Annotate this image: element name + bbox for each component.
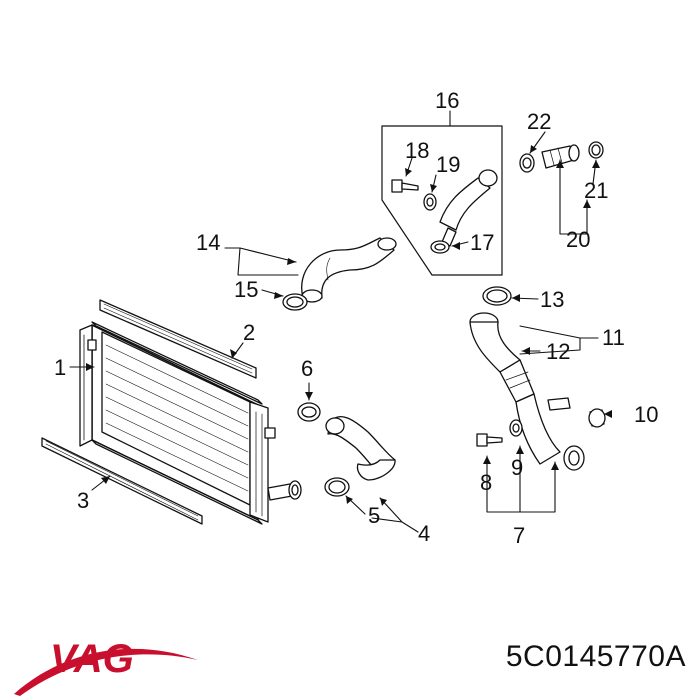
- vag-logo: VAG: [14, 637, 198, 696]
- callout-20: 20: [566, 227, 590, 252]
- part-number: 5C0145770A: [505, 640, 686, 673]
- bolt-18: [391, 179, 419, 193]
- callout-5: 5: [368, 503, 380, 528]
- clamp-13: [482, 286, 512, 306]
- callout-11: 11: [602, 325, 625, 350]
- connector-20: [541, 144, 580, 169]
- sleeve-9: [509, 419, 523, 437]
- intercooler: [79, 321, 302, 525]
- clamp-22: [519, 153, 535, 173]
- clamp-6: [297, 402, 321, 422]
- group-16-box: [381, 125, 503, 276]
- bolt-8: [476, 433, 503, 447]
- upper-charge-hose: [301, 237, 397, 303]
- clamp-15: [282, 293, 308, 311]
- lower-charge-hose: [325, 416, 396, 481]
- callout-16: 16: [435, 88, 459, 113]
- callout-10: 10: [634, 402, 658, 427]
- callout-3: 3: [77, 488, 89, 513]
- callout-labels: 1 2 3 4 5 6 7 8 9 10 11 12 13 14 15 16 1…: [54, 88, 658, 548]
- callout-7: 7: [513, 523, 525, 548]
- callout-13: 13: [540, 287, 564, 312]
- upper-air-seal: [99, 299, 257, 379]
- lower-air-seal: [41, 437, 203, 525]
- callout-9: 9: [511, 455, 523, 480]
- callout-19: 19: [436, 152, 460, 177]
- callout-1: 1: [54, 355, 66, 380]
- charge-pipe-16: [439, 169, 498, 247]
- callout-14: 14: [196, 230, 220, 255]
- logo-text: VAG: [50, 637, 134, 681]
- callout-2: 2: [243, 320, 255, 345]
- clamp-5: [324, 477, 350, 497]
- logo-swoosh: [14, 648, 198, 696]
- bolt-10: [588, 408, 606, 428]
- seal-19: [423, 193, 437, 211]
- callout-15: 15: [234, 277, 258, 302]
- charge-pipe-11: [469, 312, 585, 471]
- callout-12: 12: [546, 339, 570, 364]
- callout-17: 17: [470, 230, 494, 255]
- callout-22: 22: [527, 109, 551, 134]
- o-ring-17: [430, 240, 450, 254]
- callout-21: 21: [584, 178, 608, 203]
- o-ring-21: [588, 141, 604, 159]
- callout-8: 8: [480, 470, 492, 495]
- leader-arrows: [86, 145, 612, 506]
- callout-6: 6: [301, 356, 313, 381]
- callout-18: 18: [405, 138, 429, 163]
- callout-4: 4: [418, 521, 430, 546]
